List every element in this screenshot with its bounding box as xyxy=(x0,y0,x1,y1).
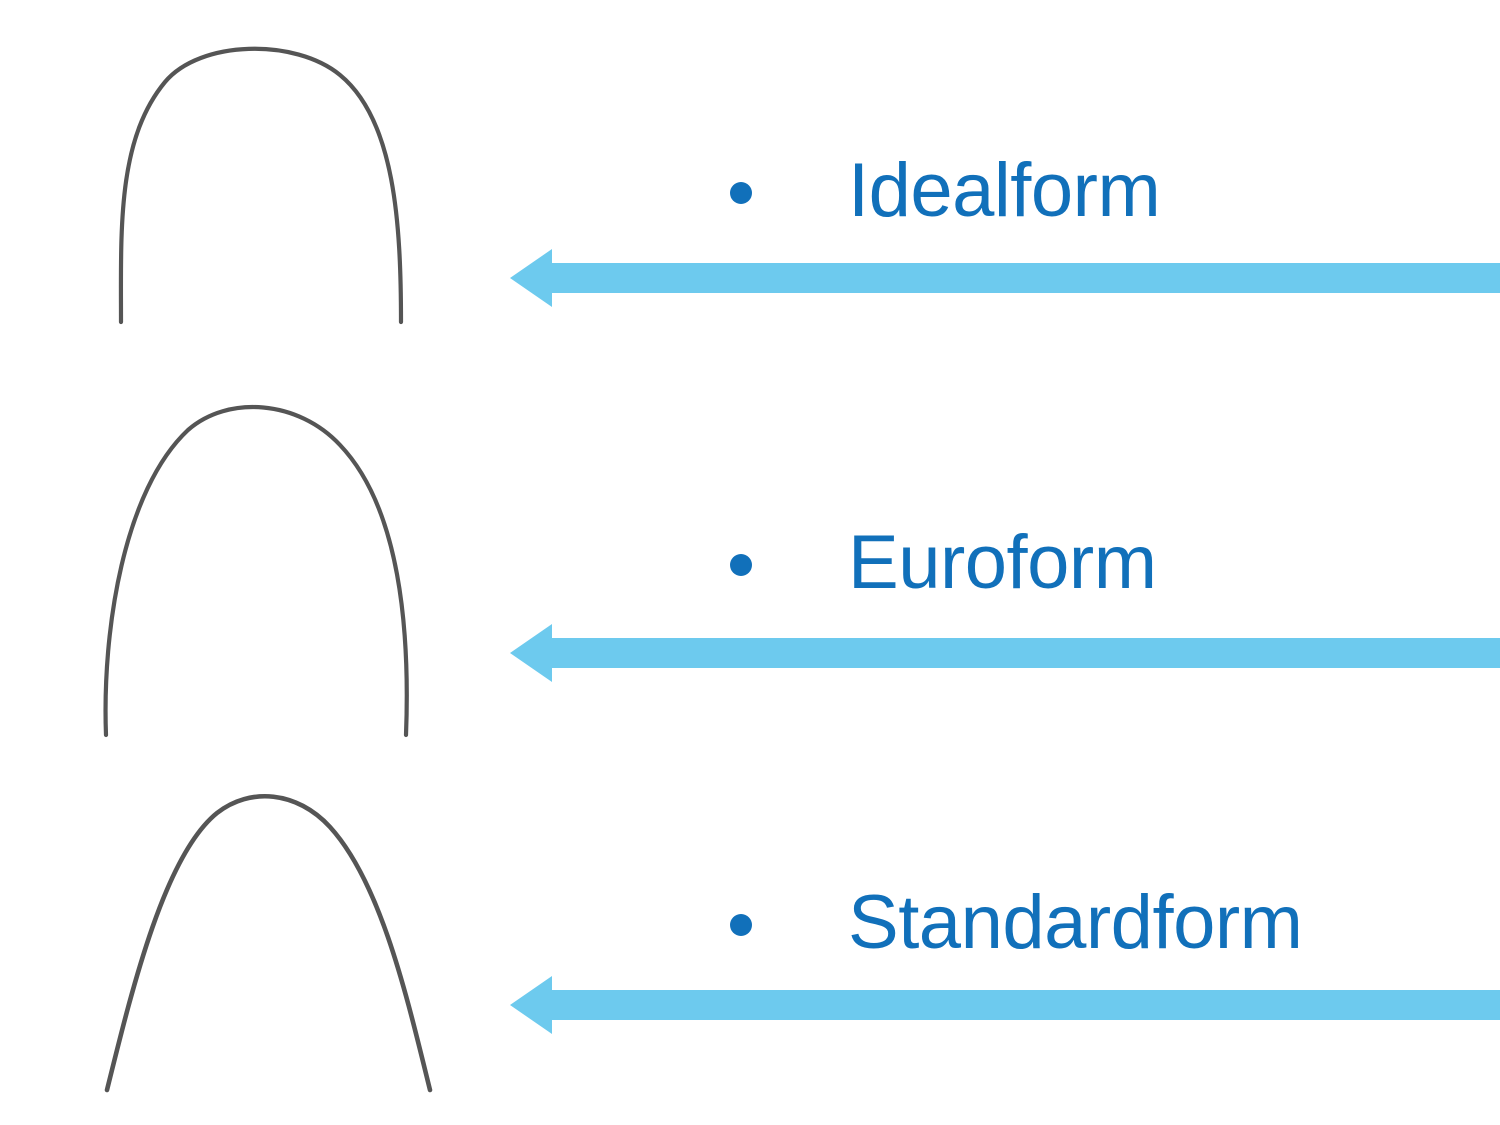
bullet-label-idealform: Idealform xyxy=(848,147,1161,233)
bullet-dot-icon xyxy=(730,182,752,204)
bullet-item-idealform: Idealform xyxy=(730,140,1161,240)
bullet-label-standardform: Standardform xyxy=(848,879,1303,965)
archwire-euro-icon xyxy=(88,400,428,745)
left-arrow-icon-idealform xyxy=(510,249,1500,307)
left-arrow-icon-standardform xyxy=(510,976,1500,1034)
bullet-item-euroform: Euroform xyxy=(730,512,1157,612)
archwire-ideal-icon xyxy=(95,20,435,340)
bullet-label-euroform: Euroform xyxy=(848,519,1157,605)
bullet-dot-icon xyxy=(730,914,752,936)
bullet-item-standardform: Standardform xyxy=(730,872,1303,972)
bullet-dot-icon xyxy=(730,554,752,576)
left-arrow-icon-euroform xyxy=(510,624,1500,682)
archwire-standard-icon xyxy=(85,785,445,1100)
